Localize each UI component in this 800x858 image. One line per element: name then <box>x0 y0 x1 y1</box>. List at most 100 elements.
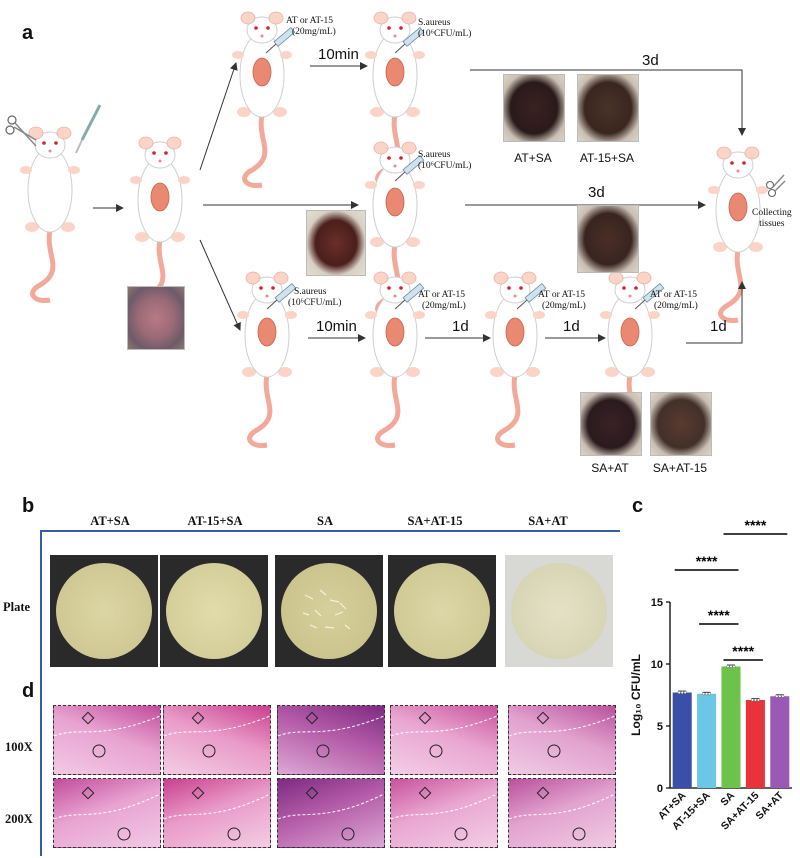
caption-sa-at15: SA+AT-15 <box>652 461 708 475</box>
rat-final <box>708 147 768 321</box>
rat-bot-3 <box>485 272 545 446</box>
bar <box>745 699 765 788</box>
tissue-photo-sa-at <box>580 392 642 456</box>
tissue-photo-sa-at15 <box>650 392 712 456</box>
sa-label-bot: S.aureus (10⁶CFU/mL) <box>288 287 341 309</box>
data-point <box>726 664 730 668</box>
scalpel-icon <box>75 104 102 154</box>
histology-image <box>277 778 385 848</box>
data-point <box>677 691 681 695</box>
wound-photo <box>127 286 185 350</box>
treat-label-line1: AT or AT-15 <box>538 290 585 300</box>
histology-image <box>277 705 385 775</box>
plate-image-3 <box>275 555 383 667</box>
sa-label-line2: (10⁶CFU/mL) <box>418 161 472 171</box>
bar <box>672 692 692 788</box>
plate-col-head-2: AT-15+SA <box>187 514 243 528</box>
significance-label: **** <box>745 517 767 533</box>
rat-wounded <box>130 137 190 311</box>
sa-label-line1: S.aureus <box>418 18 451 28</box>
sa-label-top: S.aureus (10⁶CFU/mL) <box>418 18 471 40</box>
tissue-photo-at15-sa <box>577 74 639 142</box>
treat-label-line1: AT or AT-15 <box>418 290 465 300</box>
time-label-top-10min: 10min <box>318 46 359 63</box>
data-point <box>683 691 687 695</box>
histology-image <box>53 705 161 775</box>
data-point <box>753 698 757 702</box>
plate-col-head-4: SA+AT-15 <box>407 514 463 528</box>
colonies-icon <box>302 589 351 630</box>
x-tick-label: SA <box>718 789 737 808</box>
plate-side-rule <box>40 531 42 856</box>
time-label-bot-1d-c: 1d <box>710 318 727 335</box>
treat-label-line2: (20mg/mL) <box>292 27 336 37</box>
y-axis-label: Log₁₀ CFU/mL <box>629 654 643 736</box>
sa-label-line2: (10⁶CFU/mL) <box>288 298 342 308</box>
significance-label: **** <box>696 553 718 569</box>
panel-c-letter: c <box>632 495 644 517</box>
treat-label-line2: (20mg/mL) <box>422 301 466 311</box>
time-label-bot-1d-b: 1d <box>563 318 580 335</box>
treat-label-top: AT or AT-15 (20mg/mL) <box>286 16 336 38</box>
y-tick-label: 10 <box>651 659 663 671</box>
rat-start <box>20 127 80 301</box>
plate-row-head: Plate <box>3 600 31 614</box>
tissue-photo-at-sa <box>503 74 565 142</box>
collecting-line2: tissues <box>759 219 785 229</box>
plate-col-head-1: AT+SA <box>90 514 130 528</box>
sa-label-line1: S.aureus <box>294 287 327 297</box>
data-point <box>705 692 709 696</box>
histo-row-head-100x: 100X <box>5 740 33 754</box>
data-point <box>750 698 754 702</box>
scissors-icon-final <box>765 174 786 198</box>
plate-header-rule <box>40 530 620 532</box>
plate-col-head-5: SA+AT <box>528 514 568 528</box>
data-point <box>781 694 785 698</box>
panel-b-letter: b <box>22 495 35 517</box>
time-label-top-3d: 3d <box>642 52 659 69</box>
histology-image <box>390 705 498 775</box>
histology-image <box>163 705 271 775</box>
histology-image <box>163 778 271 848</box>
time-label-bot-1d-a: 1d <box>452 318 469 335</box>
y-tick-label: 0 <box>657 783 663 795</box>
y-tick-label: 5 <box>657 721 663 733</box>
collecting-label: Collecting tissues <box>752 208 792 230</box>
bar <box>721 666 741 788</box>
sa-label-mid: S.aureus (10⁶CFU/mL) <box>418 150 471 172</box>
histology-image <box>508 705 616 775</box>
plate-image-5 <box>505 555 613 667</box>
panel-a-letter: a <box>22 22 34 44</box>
plate-image-4 <box>388 555 496 667</box>
treat-label-line2: (20mg/mL) <box>542 301 586 311</box>
tissue-photo-mid-left <box>306 210 366 276</box>
histology-image <box>508 778 616 848</box>
collecting-line1: Collecting <box>752 208 792 218</box>
bar <box>770 696 790 788</box>
sa-label-line2: (10⁶CFU/mL) <box>418 29 472 39</box>
data-point <box>732 664 736 668</box>
panel-d-letter: d <box>22 680 35 702</box>
caption-sa-at: SA+AT <box>591 461 629 475</box>
plate-image-2 <box>160 555 268 667</box>
tissue-photo-mid-right <box>577 205 639 273</box>
data-point <box>778 694 782 698</box>
treat-label-bot-1: AT or AT-15 (20mg/mL) <box>418 290 466 312</box>
histology-image <box>390 778 498 848</box>
caption-at15-sa: AT-15+SA <box>579 151 635 165</box>
y-tick-label: 15 <box>651 597 663 609</box>
data-point <box>702 692 706 696</box>
treat-label-bot-2: AT or AT-15 (20mg/mL) <box>538 290 586 312</box>
treat-label-bot-3: AT or AT-15 (20mg/mL) <box>650 290 698 312</box>
time-label-mid-3d: 3d <box>588 184 605 201</box>
scissors-icon <box>5 115 37 147</box>
treat-label-line2: (20mg/mL) <box>654 301 698 311</box>
histo-row-head-200x: 200X <box>5 812 33 826</box>
data-point <box>680 691 684 695</box>
x-tick-label: SA+AT <box>753 789 786 822</box>
plate-image-1 <box>50 555 158 667</box>
data-point <box>775 694 779 698</box>
bar <box>697 693 717 788</box>
data-point <box>756 698 760 702</box>
